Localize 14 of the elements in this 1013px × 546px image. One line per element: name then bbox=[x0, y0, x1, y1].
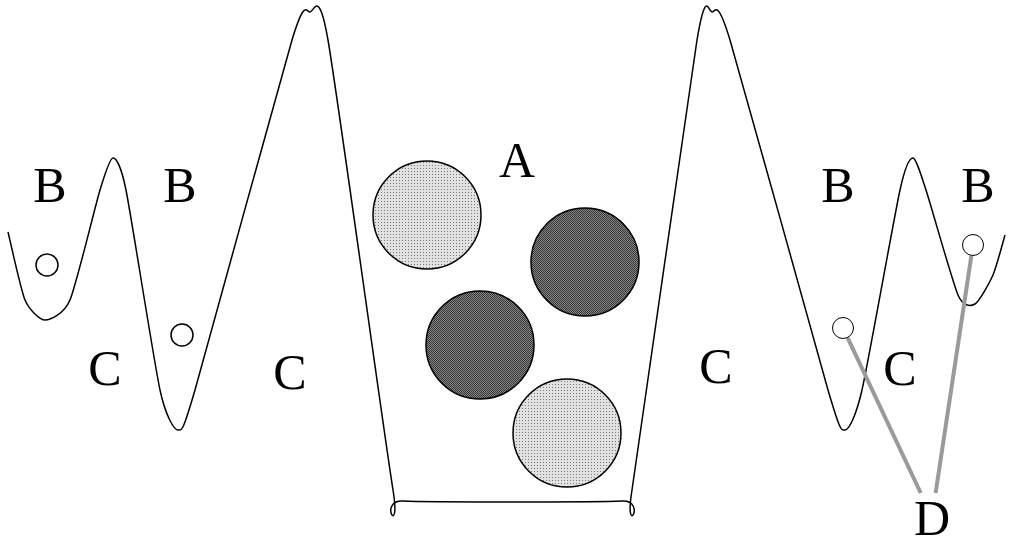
region-letter: C bbox=[698, 341, 734, 391]
region-letter: C bbox=[882, 343, 918, 393]
leader-line bbox=[933, 255, 974, 494]
leader-line bbox=[845, 337, 923, 494]
region-letter: B bbox=[162, 160, 198, 210]
region-letter: A bbox=[497, 135, 537, 185]
region-letter: B bbox=[820, 160, 856, 210]
region-letter: B bbox=[960, 160, 996, 210]
region-letter: B bbox=[32, 160, 68, 210]
particle-circle bbox=[832, 317, 854, 339]
callout-letter: D bbox=[907, 493, 957, 541]
region-letter: C bbox=[87, 343, 123, 393]
particle-circle bbox=[962, 234, 984, 256]
region-letter: C bbox=[272, 347, 308, 397]
